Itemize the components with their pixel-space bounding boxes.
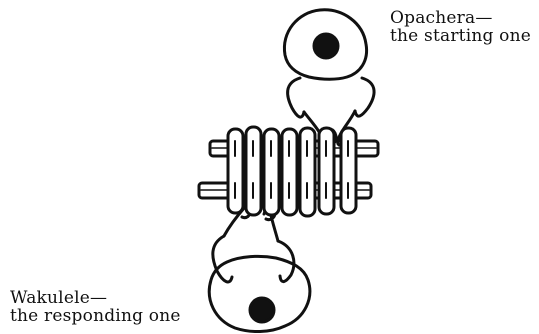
top-player-name: Opachera— bbox=[390, 9, 531, 27]
bottom-player-head bbox=[250, 298, 274, 322]
bottom-player-figure bbox=[209, 206, 310, 332]
top-player-figure bbox=[284, 10, 374, 145]
bottom-player-name: Wakulele— bbox=[10, 289, 181, 307]
top-player-description: the starting one bbox=[390, 27, 531, 45]
top-player-head bbox=[314, 34, 338, 58]
top-player-label: Opachera— the starting one bbox=[390, 9, 531, 45]
xylophone bbox=[199, 127, 378, 216]
top-player-left-arm bbox=[288, 78, 304, 117]
bottom-player-label: Wakulele— the responding one bbox=[10, 289, 181, 325]
bottom-player-description: the responding one bbox=[10, 307, 181, 325]
top-player-right-arm bbox=[355, 78, 374, 116]
bottom-player-left-arm bbox=[213, 236, 232, 282]
